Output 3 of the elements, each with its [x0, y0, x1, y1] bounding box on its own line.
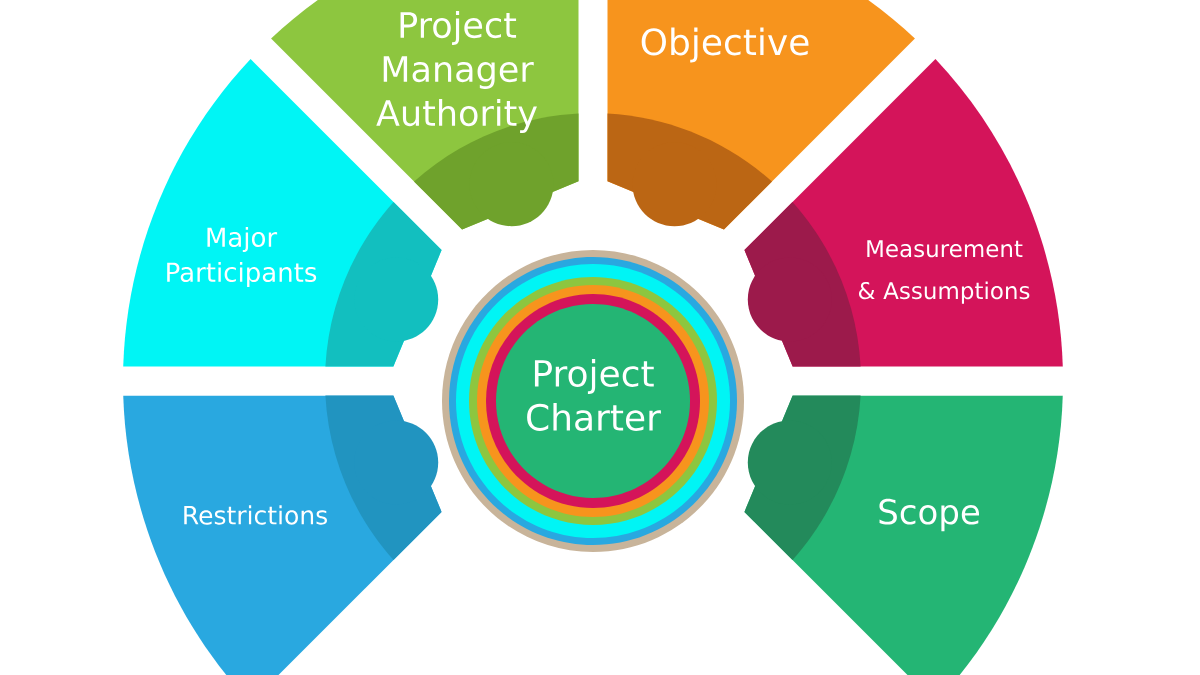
- fan-segment: Scope: [744, 395, 1063, 675]
- fan-segment: Restrictions: [123, 395, 442, 675]
- fan-segment: Measurement & Assumptions: [744, 59, 1063, 367]
